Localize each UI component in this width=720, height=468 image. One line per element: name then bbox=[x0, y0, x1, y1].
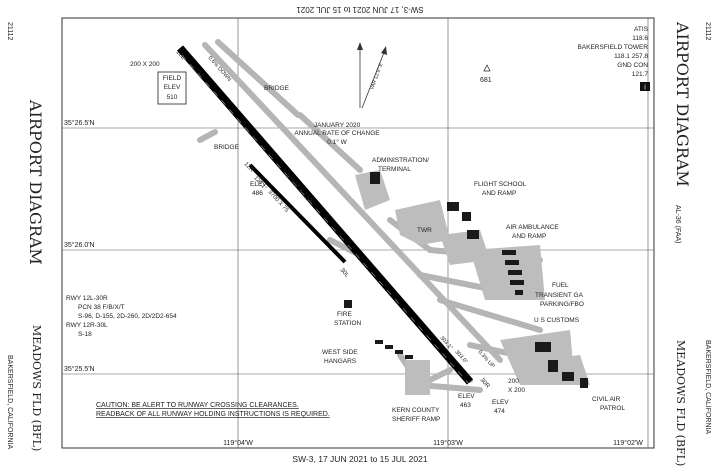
fire-station-label-2: STATION bbox=[334, 320, 362, 327]
tower-freq-label: BAKERSFIELD TOWER bbox=[577, 44, 648, 51]
diagram-frame bbox=[61, 17, 655, 449]
transient-label-2: PARKING/FBO bbox=[540, 301, 584, 308]
fuel-label: FUEL bbox=[552, 282, 569, 289]
taxiway-network bbox=[187, 39, 543, 393]
pad-se-dims-2: X 200 bbox=[508, 387, 525, 394]
west-hangars-label-1: WEST SIDE bbox=[322, 349, 358, 356]
right-title: AIRPORT DIAGRAM bbox=[673, 21, 692, 187]
left-location: BAKERSFIELD, CALIFORNIA bbox=[6, 355, 13, 449]
kern-county-label-1: KERN COUNTY bbox=[392, 407, 440, 414]
elev-486-label-2: 486 bbox=[252, 190, 263, 197]
obstacle-icon bbox=[483, 64, 491, 72]
lat-label-2: 35°26.0'N bbox=[64, 241, 95, 249]
tower-frequency: 118.1 257.8 bbox=[614, 53, 648, 60]
runway-12l-label: 12L bbox=[175, 49, 187, 61]
left-code: 21112 bbox=[6, 22, 13, 41]
atis-frequency: 118.6 bbox=[632, 35, 648, 42]
elev-486-label-1: ELEV bbox=[250, 181, 267, 188]
west-hangars-label-2: HANGARS bbox=[324, 358, 357, 365]
right-airport-name: MEADOWS FLD (BFL) bbox=[674, 340, 687, 466]
pad-se-dims-1: 200 bbox=[508, 378, 519, 385]
lat-label-3: 35°25.5'N bbox=[64, 365, 95, 373]
ground-freq-label: GND CON bbox=[617, 62, 648, 69]
field-elev-value: 510 bbox=[167, 94, 178, 101]
magnetic-variation-arrow: VAR 12.9° E bbox=[357, 42, 387, 109]
runway-12l-30r bbox=[176, 45, 474, 385]
civil-air-patrol-label-1: CIVIL AIR bbox=[592, 396, 621, 403]
variation-rate-label: ANNUAL RATE OF CHANGE bbox=[294, 130, 380, 137]
tower-label: TWR bbox=[417, 227, 432, 234]
bridge-label-2: BRIDGE bbox=[214, 144, 240, 151]
lon-label-2: 119°03'W bbox=[433, 439, 463, 447]
elev-474-label-2: 474 bbox=[494, 408, 505, 415]
rwy-data-line-3: S-96, D-155, 2D-260, 2D/2D2-654 bbox=[78, 313, 177, 320]
left-title: AIRPORT DIAGRAM bbox=[26, 99, 45, 265]
atis-label: ATIS bbox=[634, 26, 649, 33]
customs-label: U S CUSTOMS bbox=[534, 317, 580, 324]
variation-date: JANUARY 2020 bbox=[314, 122, 361, 129]
air-ambulance-label-1: AIR AMBULANCE bbox=[506, 224, 559, 231]
obstacle-elevation: 681 bbox=[480, 77, 492, 84]
runway-main-dims: 10849 X 150 bbox=[284, 172, 314, 204]
field-elev-label: FIELD bbox=[163, 75, 182, 82]
runway-12r-label: 12R bbox=[243, 161, 255, 174]
info-icon bbox=[640, 82, 650, 91]
rwy-data-line-1: RWY 12L-30R bbox=[66, 295, 108, 302]
right-code: 21112 bbox=[704, 22, 711, 41]
buildings bbox=[344, 172, 588, 388]
flight-school-label-1: FLIGHT SCHOOL bbox=[474, 181, 527, 188]
variation-arrow-label: VAR 12.9° E bbox=[369, 62, 384, 91]
admin-label-2: TERMINAL bbox=[378, 166, 411, 173]
fire-station-label-1: FIRE bbox=[337, 311, 352, 318]
kern-county-label-2: SHERIFF RAMP bbox=[392, 416, 440, 423]
field-elev-label-2: ELEV bbox=[164, 84, 181, 91]
elev-474-label-1: ELEV bbox=[492, 399, 509, 406]
runway-30l-label: 30L bbox=[339, 267, 351, 279]
right-location: BAKERSFIELD, CALIFORNIA bbox=[704, 340, 711, 434]
ground-frequency: 121.7 bbox=[632, 71, 649, 78]
rwy-data-line-4: RWY 12R-30L bbox=[66, 322, 108, 329]
pad-nw-dims: 200 X 200 bbox=[130, 61, 160, 68]
field-elev-box bbox=[157, 71, 187, 105]
civil-air-patrol-label-2: PATROL bbox=[600, 405, 625, 412]
right-al-number: AL-36 (FAA) bbox=[674, 205, 681, 244]
runway-12r-30l bbox=[248, 163, 347, 264]
caution-line-1: CAUTION: BE ALERT TO RUNWAY CROSSING CLE… bbox=[96, 402, 299, 409]
lon-label-1: 119°04'W bbox=[223, 439, 253, 447]
bridge-label-1: BRIDGE bbox=[264, 85, 290, 92]
lat-label-1: 35°26.5'N bbox=[64, 119, 95, 127]
caution-line-2: READBACK OF ALL RUNWAY HOLDING INSTRUCTI… bbox=[96, 411, 330, 418]
flight-school-label-2: AND RAMP bbox=[482, 190, 516, 197]
transient-label-1: TRANSIENT GA bbox=[535, 292, 584, 299]
top-edition-text: SW-3, 17 JUN 2021 to 15 JUL 2021 bbox=[296, 5, 424, 14]
heading-123-0: 123.0° bbox=[192, 65, 207, 81]
rwy-data-line-2: PCN 38 F/B/X/T bbox=[78, 304, 125, 311]
info-badge-text: i bbox=[644, 85, 646, 92]
variation-rate-value: 0.1° W bbox=[327, 138, 347, 146]
rwy-data-line-5: S-18 bbox=[78, 331, 92, 338]
air-ambulance-label-2: AND RAMP bbox=[512, 233, 546, 240]
elev-463-label-2: 463 bbox=[460, 402, 471, 409]
elev-463-label-1: ELEV bbox=[458, 393, 475, 400]
lon-label-3: 119°02'W bbox=[613, 439, 643, 447]
bottom-edition-text: SW-3, 17 JUN 2021 to 15 JUL 2021 bbox=[292, 454, 427, 464]
left-airport-name: MEADOWS FLD (BFL) bbox=[30, 325, 43, 451]
admin-label-1: ADMINISTRATION/ bbox=[372, 157, 429, 164]
